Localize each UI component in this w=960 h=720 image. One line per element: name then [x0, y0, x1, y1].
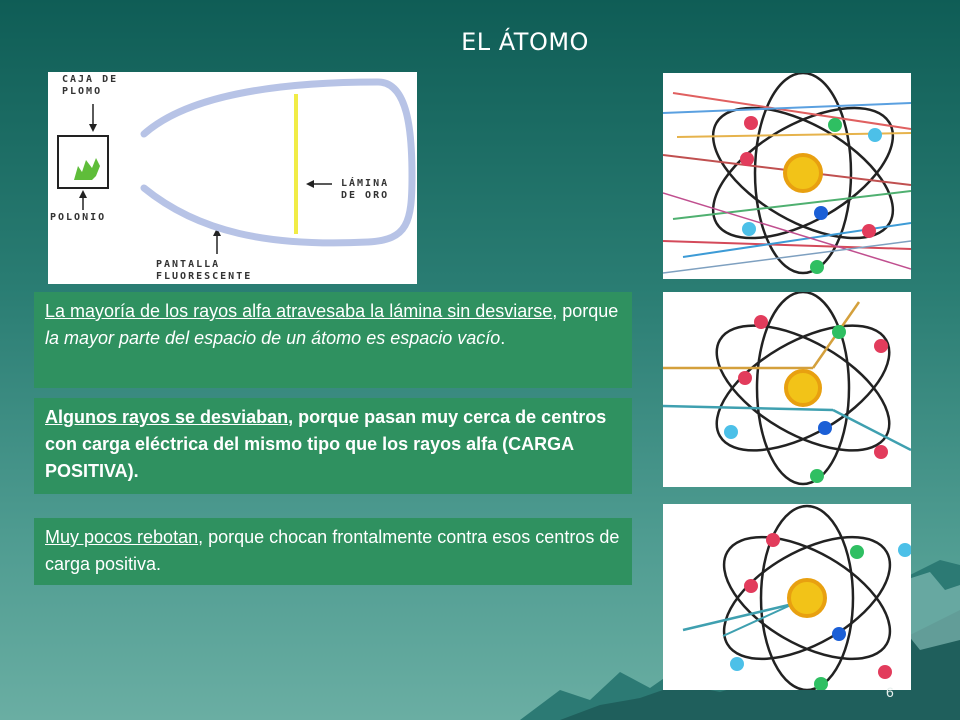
rutherford-diagram: CAJA DE PLOMO POLONIO PANTALLA FLUORESCE…: [48, 72, 417, 284]
text-underlined: Muy pocos rebotan: [45, 527, 199, 547]
text-underlined: La mayoría de los rayos alfa atravesaba …: [45, 301, 553, 321]
nucleus-icon: [787, 578, 827, 618]
atom-image-bouncing-rays: [663, 504, 911, 690]
atom-icon: [663, 292, 911, 486]
text-box-few-rays: Muy pocos rebotan, porque chocan frontal…: [34, 518, 632, 585]
atom-image-deflected-rays: [663, 292, 911, 487]
diagram-drawing: [57, 78, 416, 254]
fluorescent-screen: [140, 78, 416, 247]
text-box-some-rays: Algunos rayos se desviaban, porque pasan…: [34, 398, 632, 494]
slide-title: EL ÁTOMO: [461, 28, 589, 56]
text-underlined: Algunos rayos se desviaban: [45, 407, 289, 427]
nucleus-icon: [783, 153, 823, 193]
text-plain: , porque: [552, 301, 619, 321]
polonium-label: POLONIO: [50, 212, 107, 223]
text-box-most-rays: La mayoría de los rayos alfa atravesaba …: [34, 292, 632, 388]
screen-label: PANTALLA FLUORESCENTE: [156, 259, 253, 282]
lead-box-label: CAJA DE PLOMO: [62, 74, 119, 97]
arrow-up-icon: [213, 228, 221, 236]
page-number: 6: [886, 684, 894, 700]
atom-icon: [682, 504, 911, 690]
arrow-left-icon: [306, 180, 314, 188]
foil-label: LÁMINA DE ORO: [341, 178, 390, 201]
text-plain: , porque chocan frontalmente contra esos…: [45, 527, 620, 574]
nucleus-icon: [784, 369, 822, 407]
atom-icon: [663, 73, 911, 275]
text-plain: , porque pasan muy cerca de centros con …: [45, 407, 607, 481]
arrow-up-icon: [79, 190, 87, 198]
polonium-source: [74, 158, 100, 180]
text-plain: .: [500, 328, 506, 348]
lead-box: [57, 135, 109, 189]
arrow-down-icon: [89, 124, 97, 132]
text-italic: la mayor parte del espacio de un átomo e…: [45, 328, 501, 348]
atom-image-many-rays: [663, 73, 911, 279]
